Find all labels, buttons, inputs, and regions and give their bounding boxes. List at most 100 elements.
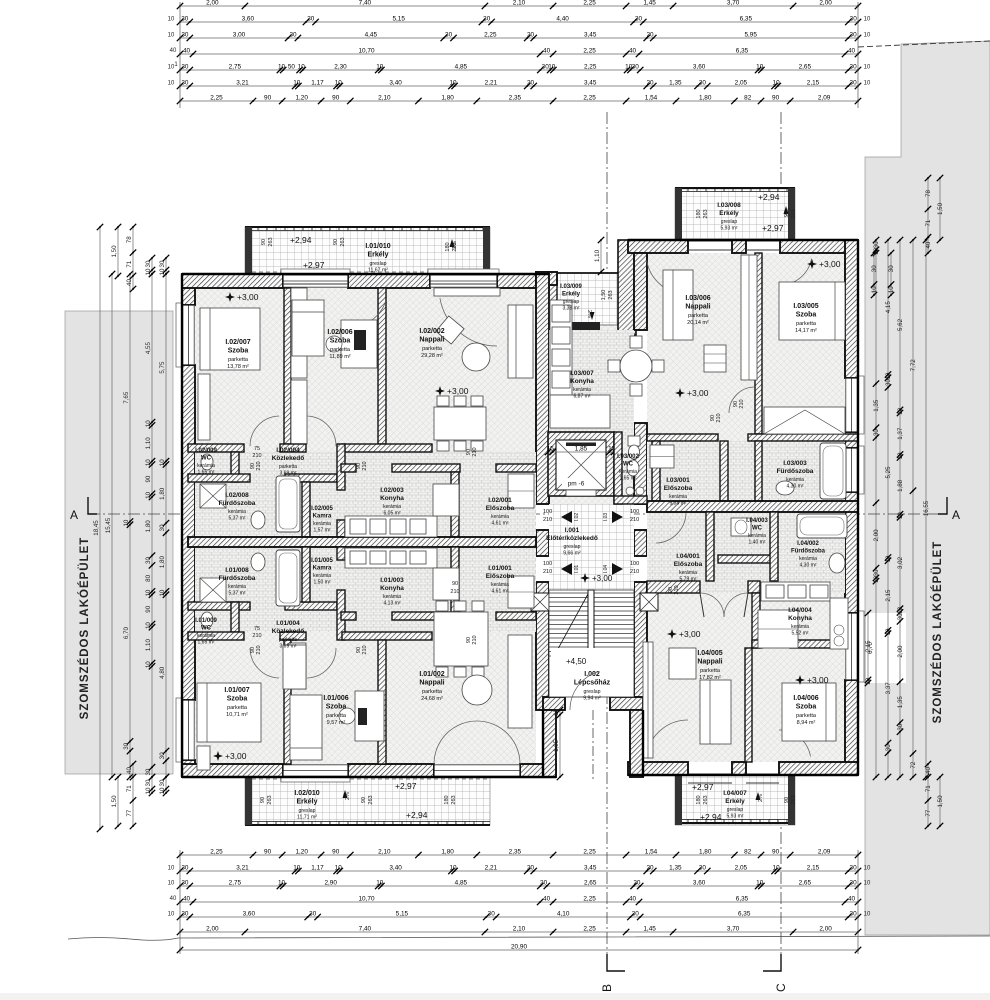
svg-text:5,15: 5,15 <box>396 910 409 917</box>
svg-text:82: 82 <box>744 848 752 855</box>
svg-text:7,40: 7,40 <box>359 0 372 6</box>
svg-text:Erkély: Erkély <box>562 292 581 298</box>
svg-text:6,87 m²: 6,87 m² <box>574 394 591 400</box>
svg-text:I.03/006: I.03/006 <box>685 295 710 302</box>
svg-text:+4,50: +4,50 <box>566 657 587 666</box>
svg-text:40: 40 <box>183 895 191 902</box>
svg-text:4,85: 4,85 <box>455 879 468 886</box>
svg-text:12: 12 <box>897 607 904 614</box>
svg-text:90: 90 <box>452 581 458 587</box>
svg-text:10: 10 <box>756 63 764 70</box>
svg-text:I.001: I.001 <box>565 527 580 534</box>
svg-text:kerámia: kerámia <box>491 514 509 520</box>
svg-text:10: 10 <box>864 65 871 71</box>
svg-text:I.01/008: I.01/008 <box>225 567 249 574</box>
svg-text:10: 10 <box>871 286 878 293</box>
svg-text:kerámia: kerámia <box>669 494 687 500</box>
svg-text:2,25: 2,25 <box>484 31 497 38</box>
svg-text:6,70: 6,70 <box>868 642 874 654</box>
svg-text:100: 100 <box>543 561 552 567</box>
svg-text:2,00: 2,00 <box>873 529 880 542</box>
svg-text:5,93 m²: 5,93 m² <box>727 814 744 820</box>
svg-text:20: 20 <box>527 864 535 871</box>
svg-text:2,00: 2,00 <box>897 645 904 658</box>
svg-text:71: 71 <box>126 785 133 792</box>
svg-text:30: 30 <box>181 79 189 86</box>
svg-text:+2,97: +2,97 <box>692 782 714 792</box>
svg-text:10: 10 <box>865 677 872 684</box>
svg-text:30: 30 <box>483 15 491 22</box>
svg-text:kerámia: kerámia <box>679 570 697 576</box>
svg-text:Konyha: Konyha <box>788 615 812 622</box>
svg-text:210: 210 <box>450 589 459 595</box>
svg-text:15: 15 <box>608 445 616 452</box>
svg-text:I.02/010: I.02/010 <box>294 790 319 797</box>
svg-text:6,05 m²: 6,05 m² <box>384 511 401 517</box>
svg-text:kerámia: kerámia <box>748 533 766 539</box>
svg-text:15,45: 15,45 <box>105 517 112 533</box>
svg-text:15: 15 <box>547 445 555 452</box>
svg-text:30: 30 <box>850 15 858 22</box>
svg-text:210: 210 <box>472 447 478 456</box>
svg-text:5,37 m²: 5,37 m² <box>229 591 246 597</box>
svg-text:10: 10 <box>145 459 152 466</box>
svg-text:C: C <box>774 983 788 992</box>
svg-text:2,15: 2,15 <box>885 589 892 602</box>
svg-text:5,52 m²: 5,52 m² <box>792 631 809 637</box>
svg-text:263: 263 <box>267 795 273 804</box>
svg-text:kerámia: kerámia <box>799 556 817 562</box>
svg-text:4,30 m²: 4,30 m² <box>800 563 817 569</box>
svg-text:2,25: 2,25 <box>583 0 596 6</box>
svg-text:4,85: 4,85 <box>455 63 468 70</box>
svg-text:263: 263 <box>452 242 458 251</box>
svg-text:I.01/010: I.01/010 <box>365 243 390 250</box>
svg-text:I.02/007: I.02/007 <box>225 339 250 346</box>
svg-text:6,35: 6,35 <box>736 47 749 54</box>
svg-text:Közlekedő: Közlekedő <box>272 628 305 635</box>
svg-text:10: 10 <box>145 661 152 668</box>
svg-text:10: 10 <box>885 372 892 379</box>
svg-text:2,09: 2,09 <box>818 94 831 101</box>
svg-text:1,80: 1,80 <box>699 848 712 855</box>
svg-text:30: 30 <box>850 879 858 886</box>
svg-text:2%: 2% <box>586 310 592 318</box>
svg-text:kerámia: kerámia <box>786 477 804 483</box>
svg-text:I.01/005: I.01/005 <box>311 558 333 564</box>
svg-text:I.01/004: I.01/004 <box>276 620 300 627</box>
svg-text:1,80: 1,80 <box>159 556 166 569</box>
svg-text:5,75: 5,75 <box>159 361 166 374</box>
svg-text:10: 10 <box>293 864 301 871</box>
svg-text:3,69 m²: 3,69 m² <box>280 644 297 650</box>
svg-text:20: 20 <box>646 864 654 871</box>
svg-text:I.04/002: I.04/002 <box>797 541 819 547</box>
svg-text:I.02/009: I.02/009 <box>195 448 217 454</box>
svg-text:20: 20 <box>540 879 548 886</box>
svg-text:10: 10 <box>548 63 556 70</box>
svg-text:30: 30 <box>850 864 858 871</box>
svg-text:2,10: 2,10 <box>378 848 391 855</box>
svg-text:40: 40 <box>925 241 932 248</box>
svg-text:210: 210 <box>256 645 262 654</box>
svg-text:Erkély: Erkély <box>367 252 388 259</box>
svg-text:30: 30 <box>159 260 166 267</box>
svg-text:40: 40 <box>183 47 191 54</box>
svg-text:3,60: 3,60 <box>693 63 706 70</box>
svg-text:10: 10 <box>278 63 286 70</box>
svg-text:10: 10 <box>145 787 152 794</box>
svg-text:2,10: 2,10 <box>513 0 526 6</box>
svg-text:10: 10 <box>159 268 166 275</box>
svg-text:90: 90 <box>466 637 472 643</box>
svg-text:2,00: 2,00 <box>819 0 832 6</box>
svg-text:+3,00: +3,00 <box>447 386 469 396</box>
svg-text:Konyha: Konyha <box>570 378 594 385</box>
svg-text:I.02/005: I.02/005 <box>311 506 333 512</box>
svg-text:10: 10 <box>168 33 175 39</box>
svg-text:Szoba: Szoba <box>326 704 347 711</box>
svg-text:2%: 2% <box>786 208 792 216</box>
svg-text:30: 30 <box>289 31 297 38</box>
svg-text:kerámia: kerámia <box>197 633 215 639</box>
svg-text:10: 10 <box>449 864 457 871</box>
svg-text:210: 210 <box>543 517 552 523</box>
svg-text:B: B <box>600 984 614 992</box>
svg-text:1,40 m²: 1,40 m² <box>749 540 766 546</box>
